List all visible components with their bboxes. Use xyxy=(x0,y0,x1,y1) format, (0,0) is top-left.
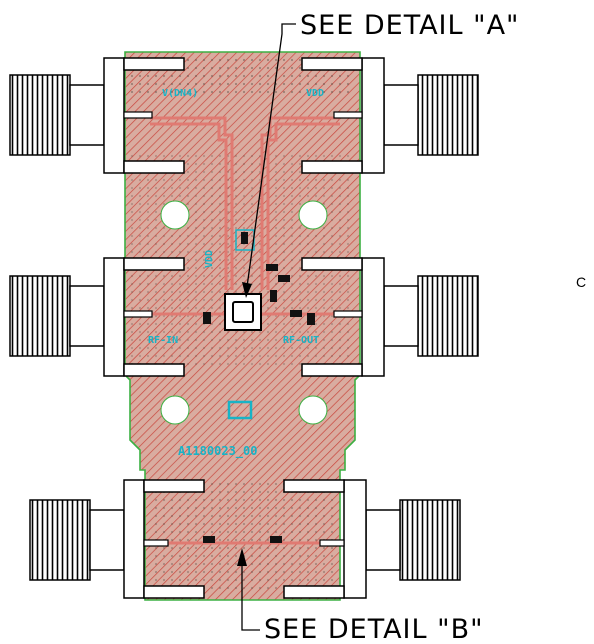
mount-hole xyxy=(160,200,190,230)
vdd-right-label: VDD xyxy=(306,88,324,99)
capacitor xyxy=(203,312,211,324)
ic-die xyxy=(232,301,254,323)
rf-out-label: RF-OUT xyxy=(283,335,319,346)
side-vdd-label: VDD xyxy=(204,250,215,268)
vdd-left-label: V(DN4) xyxy=(162,88,198,99)
sma-connector-top-right xyxy=(301,57,479,174)
detail-a-text: SEE DETAIL "A" xyxy=(300,10,519,41)
callout-detail-a: SEE DETAIL "A" xyxy=(242,10,519,298)
mount-hole xyxy=(160,395,190,425)
capacitor xyxy=(241,232,248,244)
detail-b-text: SEE DETAIL "B" xyxy=(264,614,484,644)
traces xyxy=(130,116,355,545)
mount-hole xyxy=(298,395,328,425)
capacitor xyxy=(203,536,215,543)
mount-hole xyxy=(298,200,328,230)
silkscreen-labels: V(DN4) VDD RF-IN RF-OUT A1180023_00 VDD xyxy=(148,88,324,459)
capacitor xyxy=(290,310,302,317)
sma-connector-thru-left xyxy=(29,479,205,599)
side-mark: C xyxy=(576,274,586,290)
part-number-label: A1180023_00 xyxy=(178,444,257,459)
capacitor xyxy=(307,313,315,325)
capacitor xyxy=(270,536,282,543)
components xyxy=(203,229,315,543)
capacitor xyxy=(266,264,278,271)
rf-in-label: RF-IN xyxy=(148,335,178,346)
part-outline-silk xyxy=(227,400,253,420)
capacitor xyxy=(270,290,277,302)
sma-connector-rf-out xyxy=(301,257,479,377)
sma-connector-thru-right xyxy=(283,479,461,599)
sma-connector-rf-in xyxy=(9,257,185,377)
sma-connector-top-left xyxy=(9,57,185,174)
callout-detail-b: SEE DETAIL "B" xyxy=(237,548,484,644)
capacitor xyxy=(278,275,290,282)
